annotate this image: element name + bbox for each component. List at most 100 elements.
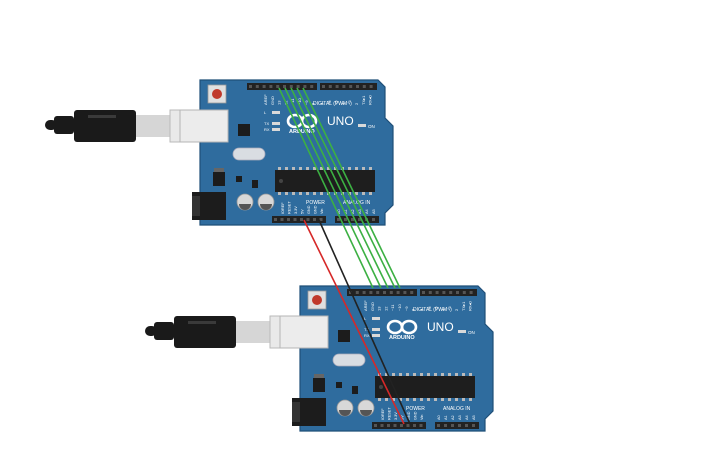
- reset-button-cap[interactable]: [212, 89, 222, 99]
- header-pin[interactable]: [255, 85, 259, 88]
- header-pin[interactable]: [342, 85, 346, 88]
- header-pin[interactable]: [276, 85, 280, 88]
- wire-black[interactable]: [318, 219, 411, 425]
- chip-pin: [434, 398, 437, 401]
- header-pin[interactable]: [296, 85, 300, 88]
- header-pin[interactable]: [293, 218, 297, 221]
- header-pin[interactable]: [449, 291, 453, 294]
- header-pin[interactable]: [410, 291, 414, 294]
- header-pin[interactable]: [335, 85, 339, 88]
- header-pin[interactable]: [328, 85, 332, 88]
- header-pin[interactable]: [444, 424, 447, 427]
- header-pin[interactable]: [380, 424, 384, 427]
- wire-green[interactable]: [296, 87, 396, 289]
- header-pin[interactable]: [403, 291, 407, 294]
- header-pin[interactable]: [442, 291, 446, 294]
- header-pin[interactable]: [358, 218, 361, 221]
- small-component: [352, 386, 358, 394]
- header-pin[interactable]: [249, 85, 252, 88]
- header-pin[interactable]: [389, 291, 393, 294]
- header-pin[interactable]: [374, 424, 377, 427]
- header-pin[interactable]: [413, 424, 416, 427]
- chip-pin: [441, 398, 444, 401]
- header-pin[interactable]: [351, 218, 354, 221]
- analog-pin-label: A5: [472, 415, 476, 420]
- header-pin[interactable]: [393, 424, 397, 427]
- header-pin[interactable]: [469, 291, 473, 294]
- header-pin[interactable]: [356, 85, 359, 88]
- header-pin[interactable]: [406, 424, 410, 427]
- pin-label: GND: [370, 302, 375, 311]
- chip-pin: [420, 373, 423, 376]
- header-pin[interactable]: [274, 218, 277, 221]
- header-pin[interactable]: [322, 85, 325, 88]
- arduino-uno-board-1[interactable]: AREFGND1312~11~10~987~6~54~32TX▸1RX◂0DIG…: [45, 79, 394, 226]
- wires[interactable]: [278, 87, 411, 425]
- analog-pin-label: A4: [365, 209, 369, 214]
- header-pin[interactable]: [437, 424, 440, 427]
- chip-pin: [448, 373, 451, 376]
- header-pin[interactable]: [419, 424, 423, 427]
- power-label: POWER: [406, 406, 425, 412]
- header-pin[interactable]: [310, 85, 314, 88]
- header-pin[interactable]: [472, 424, 475, 427]
- header-pin[interactable]: [355, 291, 359, 294]
- header-pin[interactable]: [262, 85, 266, 88]
- chip-pin: [378, 398, 381, 401]
- pin-label: ~5: [334, 100, 339, 105]
- header-pin[interactable]: [319, 218, 323, 221]
- reset-button-cap[interactable]: [312, 295, 322, 305]
- header-pin[interactable]: [269, 85, 273, 88]
- header-pin[interactable]: [306, 218, 310, 221]
- header-pin[interactable]: [387, 424, 390, 427]
- wire-red[interactable]: [303, 219, 405, 425]
- header-pin[interactable]: [372, 218, 375, 221]
- led-rx: [372, 334, 380, 337]
- usb-plug-body: [74, 110, 136, 142]
- digital-header-right[interactable]: [320, 83, 377, 90]
- digital-label: DIGITAL (PWM~): [313, 101, 352, 107]
- header-pin[interactable]: [280, 218, 284, 221]
- wire-green[interactable]: [284, 87, 382, 289]
- pin-label: ~11: [290, 98, 295, 105]
- header-pin[interactable]: [313, 218, 316, 221]
- analog-header[interactable]: [335, 216, 379, 223]
- header-pin[interactable]: [458, 424, 461, 427]
- power-header[interactable]: [272, 216, 326, 223]
- wire-green[interactable]: [302, 87, 401, 289]
- analog-header[interactable]: [435, 422, 479, 429]
- header-pin[interactable]: [300, 218, 303, 221]
- capacitor-mark: [360, 410, 372, 416]
- wire-green[interactable]: [278, 87, 374, 289]
- digital-header-left[interactable]: [247, 83, 317, 90]
- header-pin[interactable]: [376, 291, 380, 294]
- header-pin[interactable]: [400, 424, 403, 427]
- header-pin[interactable]: [451, 424, 454, 427]
- header-pin[interactable]: [383, 291, 386, 294]
- header-pin[interactable]: [362, 291, 366, 294]
- header-pin[interactable]: [396, 291, 400, 294]
- header-pin[interactable]: [344, 218, 347, 221]
- header-pin[interactable]: [456, 291, 459, 294]
- digital-header-left[interactable]: [347, 289, 417, 296]
- header-pin[interactable]: [428, 291, 432, 294]
- digital-header-right[interactable]: [420, 289, 477, 296]
- header-pin[interactable]: [422, 291, 425, 294]
- wire-green[interactable]: [290, 87, 389, 289]
- header-pin[interactable]: [303, 85, 307, 88]
- header-pin[interactable]: [435, 291, 439, 294]
- header-pin[interactable]: [462, 291, 466, 294]
- header-pin[interactable]: [289, 85, 293, 88]
- header-pin[interactable]: [283, 85, 286, 88]
- header-pin[interactable]: [362, 85, 366, 88]
- header-pin[interactable]: [287, 218, 290, 221]
- header-pin[interactable]: [369, 85, 373, 88]
- pin-label: ~3: [347, 100, 352, 105]
- header-pin[interactable]: [369, 291, 373, 294]
- header-pin[interactable]: [349, 85, 353, 88]
- header-pin[interactable]: [337, 218, 340, 221]
- header-pin[interactable]: [465, 424, 468, 427]
- power-header[interactable]: [372, 422, 426, 429]
